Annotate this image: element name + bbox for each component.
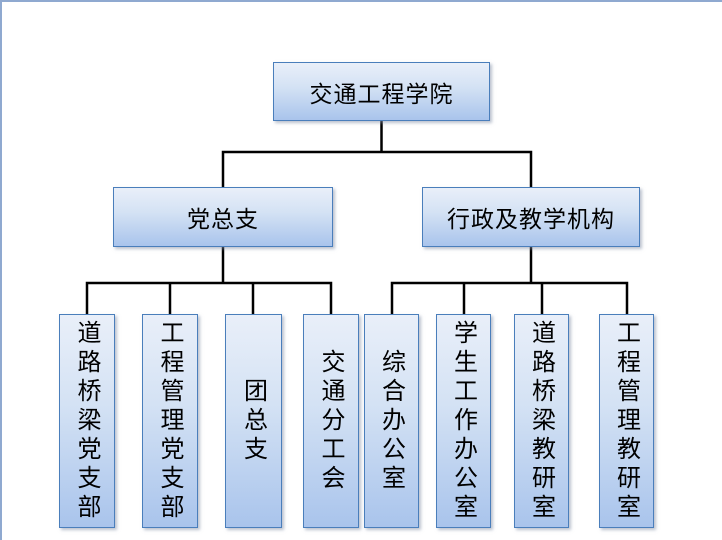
org-node-traffic-union: 交通分工会 — [303, 314, 359, 528]
org-node-root: 交通工程学院 — [273, 62, 490, 121]
org-node-general-office-label: 综合办公室 — [377, 348, 406, 494]
org-node-eng-mgmt-teaching-office-label: 工程管理教研室 — [612, 319, 641, 523]
connector-left-bridge — [85, 281, 333, 314]
org-node-road-bridge-teaching-office-label: 道路桥梁教研室 — [527, 319, 556, 523]
connector-right-bridge — [390, 281, 629, 314]
org-node-eng-mgmt-teaching-office: 工程管理教研室 — [599, 314, 654, 528]
org-node-road-bridge-party-branch: 道路桥梁党支部 — [59, 314, 115, 528]
org-node-traffic-union-label: 交通分工会 — [317, 348, 345, 494]
org-node-road-bridge-teaching-office: 道路桥梁教研室 — [514, 314, 569, 528]
connector-level2-bridge — [221, 150, 533, 187]
org-node-student-affairs-office-label: 学生工作办公室 — [449, 319, 478, 523]
org-node-eng-mgmt-party-branch: 工程管理党支部 — [142, 314, 198, 528]
org-node-general-office: 综合办公室 — [364, 314, 419, 528]
org-node-youth-league-branch-label: 团总支 — [239, 377, 268, 465]
org-node-party-general-branch-label: 党总支 — [187, 207, 259, 233]
org-node-party-general-branch: 党总支 — [113, 187, 333, 247]
org-node-admin-teaching-label: 行政及教学机构 — [447, 207, 615, 233]
org-node-eng-mgmt-party-branch-label: 工程管理党支部 — [156, 319, 184, 523]
org-node-admin-teaching: 行政及教学机构 — [422, 187, 640, 247]
org-node-student-affairs-office: 学生工作办公室 — [436, 314, 491, 528]
org-node-youth-league-branch: 团总支 — [225, 314, 282, 528]
org-node-road-bridge-party-branch-label: 道路桥梁党支部 — [73, 319, 101, 523]
org-node-root-label: 交通工程学院 — [309, 81, 454, 108]
